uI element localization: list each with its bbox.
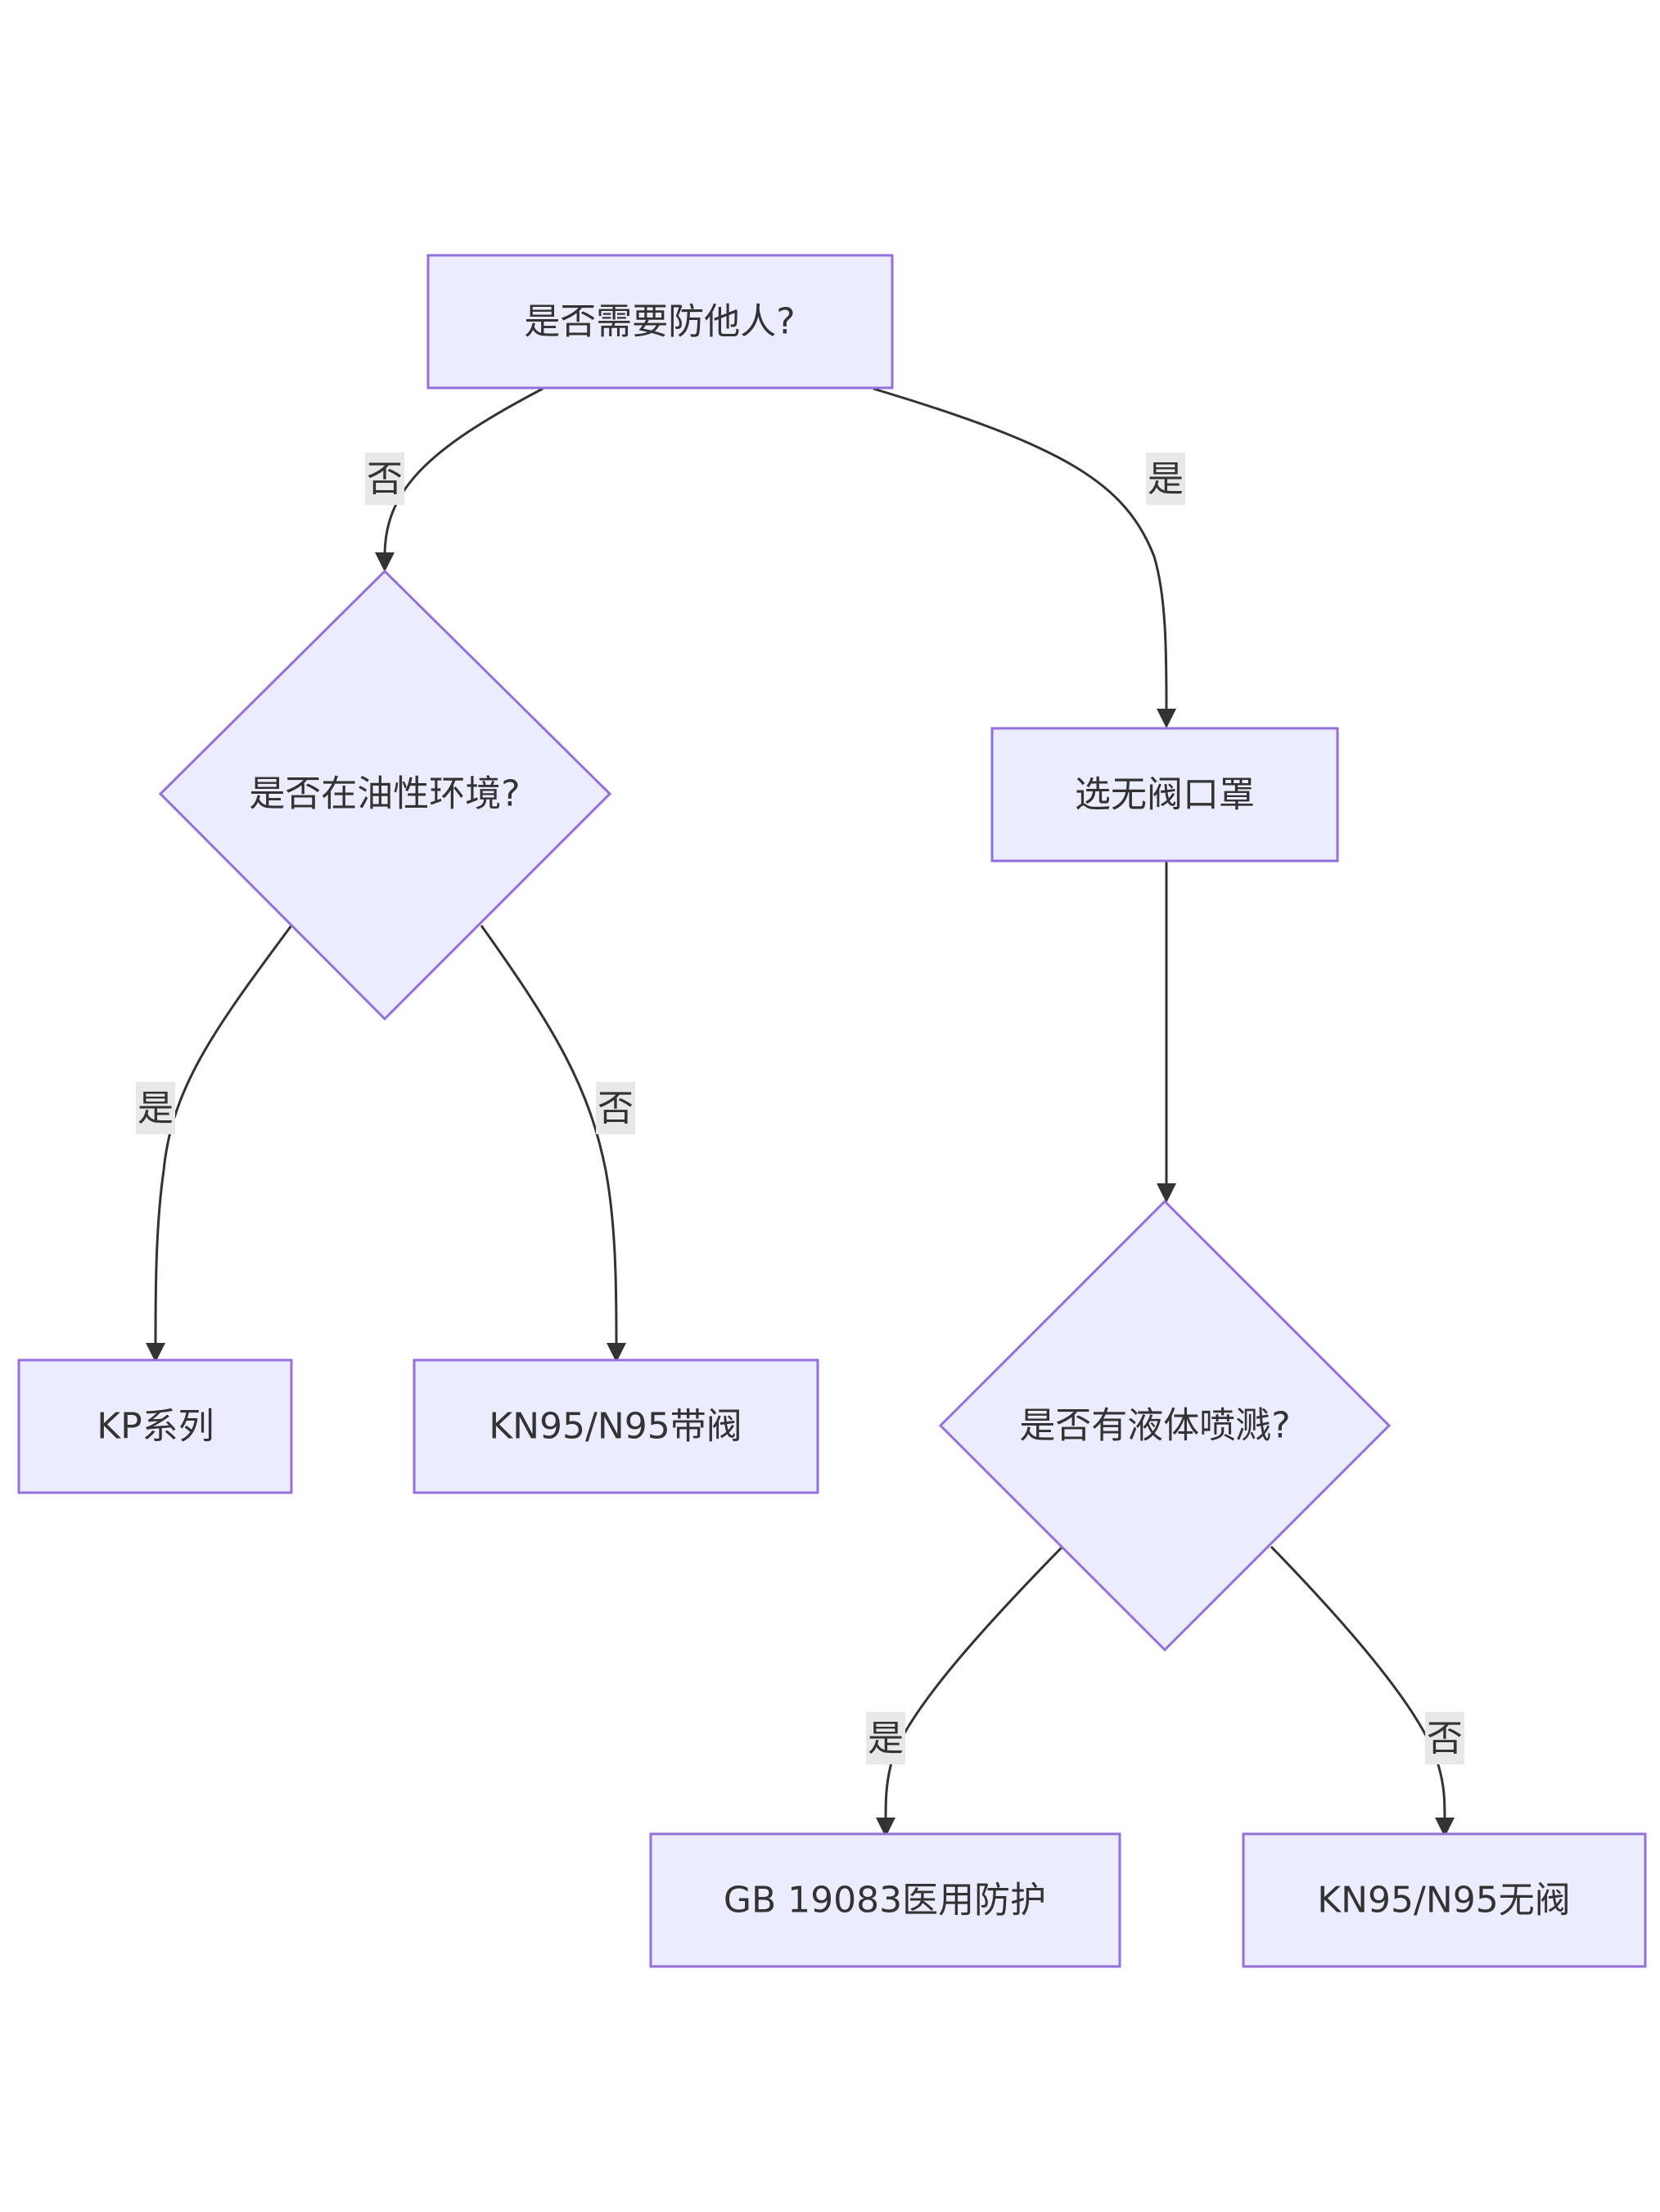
arrowhead-oily: [375, 552, 395, 572]
node-kp: KP系列: [17, 1358, 293, 1494]
edge-label-bg: [866, 1712, 905, 1764]
edge-labels: 否 是 是 否 是 否: [136, 453, 1464, 1764]
edge-label-splash-to-kn95novalve: 否: [1427, 1718, 1463, 1759]
edge-label-bg: [136, 1082, 175, 1134]
node-start: 是否需要防他人?: [426, 254, 894, 390]
arrowhead-kn95valve: [607, 1343, 626, 1363]
edge-splash-to-gb: [884, 1545, 1064, 1822]
nodes: 是否需要防他人? 是否在油性环境? 选无阀口罩 KP系列 KN95/N95带阀 …: [17, 254, 1647, 1968]
node-gb-label: GB 19083医用防护: [724, 1880, 1046, 1921]
node-kn95-novalve: KN95/N95无阀: [1242, 1832, 1647, 1968]
edge-splash-to-kn95novalve: [1270, 1545, 1446, 1822]
edge-start-to-oily: [383, 387, 544, 557]
edge-label-bg: [1425, 1712, 1464, 1764]
edge-label-start-to-oily: 否: [367, 458, 403, 500]
node-no-valve-label: 选无阀口罩: [1075, 774, 1255, 816]
node-kp-label: KP系列: [97, 1406, 214, 1448]
node-start-label: 是否需要防他人?: [524, 301, 795, 343]
node-oily-label: 是否在油性环境?: [249, 773, 520, 815]
node-splash: 是否有液体喷溅?: [938, 1199, 1392, 1652]
node-kn95-valve: KN95/N95带阀: [413, 1358, 819, 1494]
edge-label-splash-to-gb: 是: [868, 1718, 904, 1759]
node-oily: 是否在油性环境?: [158, 569, 612, 1021]
edge-label-oily-to-kp: 是: [138, 1088, 174, 1129]
edge-oily-to-kn95valve: [480, 925, 618, 1347]
edge-label-bg: [365, 453, 404, 505]
arrowhead-kp: [146, 1343, 165, 1363]
node-no-valve: 选无阀口罩: [990, 727, 1339, 863]
edge-label-bg: [596, 1082, 635, 1134]
arrowhead-novalve: [1157, 709, 1176, 728]
edge-start-to-novalve: [873, 387, 1168, 713]
arrowhead-splash: [1157, 1183, 1176, 1203]
node-splash-label: 是否有液体喷溅?: [1019, 1405, 1290, 1447]
arrowhead-gb: [876, 1818, 895, 1837]
edges: [146, 387, 1455, 1837]
arrowhead-kn95novalve: [1435, 1818, 1455, 1837]
edge-label-oily-to-kn95valve: 否: [598, 1088, 634, 1129]
edge-label-bg: [1146, 453, 1185, 505]
edge-label-start-to-novalve: 是: [1148, 458, 1184, 500]
node-kn95-valve-label: KN95/N95带阀: [489, 1406, 742, 1448]
edge-oily-to-kp: [154, 925, 293, 1347]
node-gb: GB 19083医用防护: [649, 1832, 1121, 1968]
node-kn95-novalve-label: KN95/N95无阀: [1317, 1880, 1570, 1921]
